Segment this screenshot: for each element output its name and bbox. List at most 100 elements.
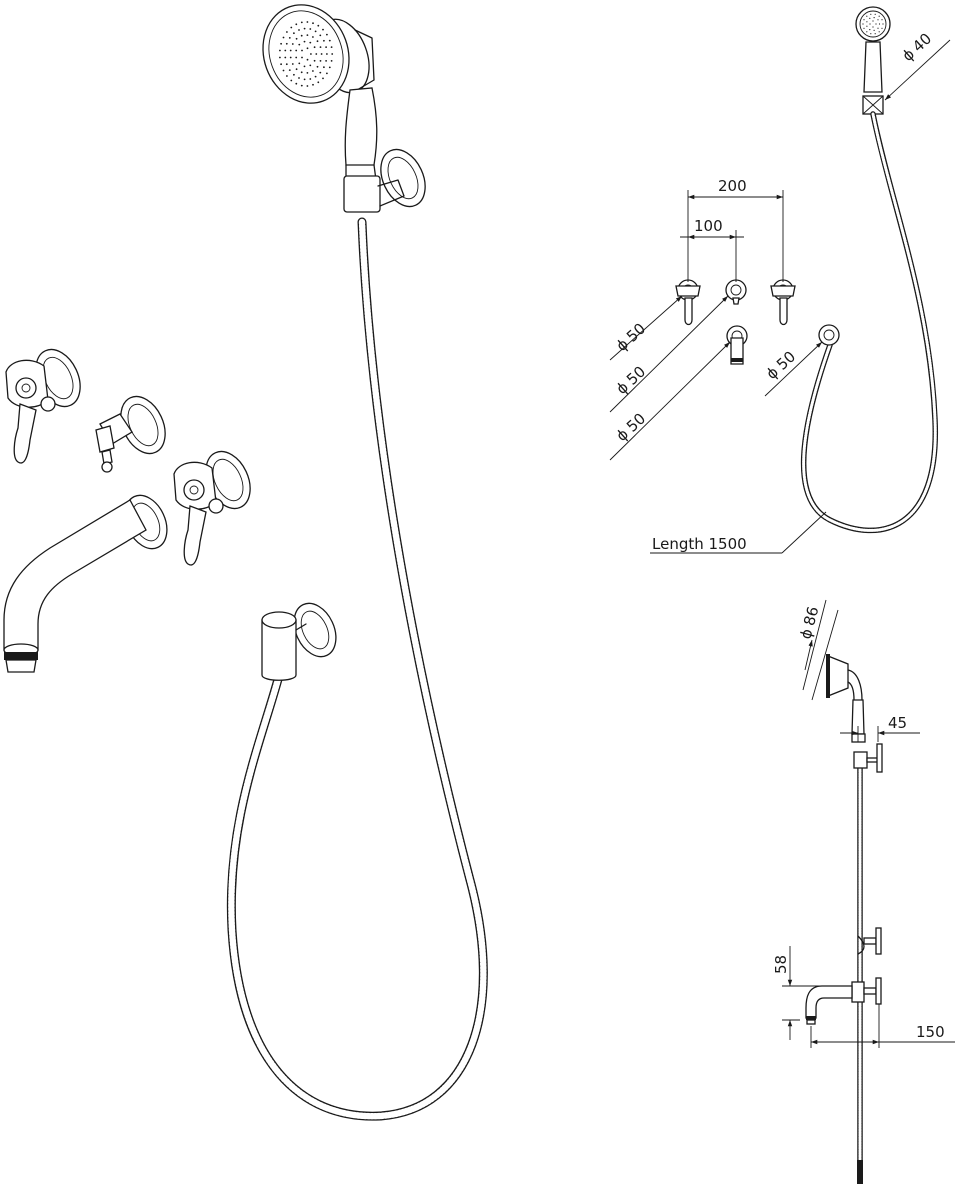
spray-hole-small xyxy=(878,31,880,33)
front-hand-shower xyxy=(855,6,891,115)
spray-hole xyxy=(288,69,291,71)
dim-dia-40-label: ϕ40 xyxy=(899,30,936,65)
spray-hole-small xyxy=(863,19,865,21)
dim-150 xyxy=(810,1004,955,1048)
spray-hole xyxy=(309,78,312,80)
spray-hole-small xyxy=(874,13,876,15)
side-view: ϕ86 45 58 150 xyxy=(772,599,955,1184)
spray-hole xyxy=(330,46,333,48)
spray-hole-small xyxy=(878,23,881,25)
spray-hole xyxy=(300,84,303,87)
spray-hole xyxy=(295,23,298,26)
front-valve-right xyxy=(770,279,796,326)
spray-hole xyxy=(300,21,303,24)
spray-hole xyxy=(303,78,306,81)
side-holder-bracket xyxy=(853,743,883,773)
spray-hole xyxy=(316,40,319,43)
dim-45-label: 45 xyxy=(888,714,907,732)
spray-hole xyxy=(295,56,298,59)
spray-hole xyxy=(310,53,312,55)
spray-hole xyxy=(285,63,288,66)
leader-dia-50-3 xyxy=(609,341,731,461)
spray-hole xyxy=(312,36,314,38)
spray-hole xyxy=(325,60,327,62)
spray-hole-small xyxy=(869,29,871,31)
diverter-valve-center xyxy=(95,395,166,473)
spray-hole-small xyxy=(869,17,871,19)
dim-45 xyxy=(840,726,920,742)
spray-hole xyxy=(288,37,291,39)
spray-hole xyxy=(330,60,333,62)
spray-hole xyxy=(295,68,298,71)
spray-hole xyxy=(328,39,331,42)
spray-hole xyxy=(293,32,295,35)
spray-hole xyxy=(306,47,309,50)
isometric-view xyxy=(3,4,488,1121)
dim-dia-50-label-2: ϕ50 xyxy=(613,363,650,398)
spray-hole-small xyxy=(870,33,872,35)
spray-hole xyxy=(284,49,287,52)
spray-hole xyxy=(313,59,316,62)
dim-200-label: 200 xyxy=(718,177,747,195)
spray-hole xyxy=(295,82,298,85)
dim-dia-50-label-1: ϕ50 xyxy=(613,320,650,355)
spray-hole xyxy=(282,69,285,72)
leader-dia-50-4 xyxy=(764,341,823,397)
bath-spout xyxy=(3,494,168,673)
spray-hole-small xyxy=(869,23,871,25)
spray-hole xyxy=(322,77,324,80)
spray-hole xyxy=(319,46,322,48)
spray-hole xyxy=(298,62,301,65)
spray-hole-small xyxy=(866,21,868,23)
spray-hole xyxy=(289,49,292,52)
spray-hole xyxy=(279,56,281,59)
dim-200 xyxy=(687,190,784,282)
spray-hole xyxy=(306,58,309,61)
hose-length-label: Length 1500 xyxy=(652,535,747,553)
dim-100-label: 100 xyxy=(694,217,723,235)
mixer-valve-right xyxy=(173,450,251,566)
spray-hole xyxy=(285,42,288,45)
spray-hole xyxy=(306,34,309,36)
hand-shower-head xyxy=(262,4,426,213)
spray-hole xyxy=(322,28,324,31)
leader-length xyxy=(650,511,827,554)
spray-hole xyxy=(306,21,309,23)
side-valve xyxy=(857,927,882,955)
spray-hole xyxy=(289,56,292,59)
spray-hole xyxy=(314,75,317,78)
spray-hole-small xyxy=(872,26,874,28)
spray-hole-small xyxy=(866,31,868,33)
spray-hole xyxy=(313,46,316,49)
spray-hole xyxy=(326,53,328,55)
dim-100 xyxy=(680,230,744,282)
spray-hole xyxy=(286,75,288,77)
leader-dia-50-2 xyxy=(609,295,729,413)
spray-hole xyxy=(280,42,282,45)
spray-hole xyxy=(298,29,300,31)
spray-hole xyxy=(301,49,303,52)
front-hose-holder xyxy=(818,324,840,346)
spray-hole xyxy=(279,49,281,52)
spray-hole xyxy=(295,37,298,40)
spray-hole xyxy=(323,66,325,69)
spray-hole xyxy=(290,79,293,82)
spray-hole xyxy=(306,72,309,74)
spray-hole-small xyxy=(875,23,877,25)
spray-hole-small xyxy=(862,23,864,25)
spray-hole xyxy=(319,34,322,37)
spray-hole xyxy=(316,65,319,68)
spray-hole-small xyxy=(866,25,868,27)
spray-hole xyxy=(317,81,320,84)
spray-hole-small xyxy=(881,27,883,29)
spray-hole xyxy=(320,53,323,55)
spray-hole-small xyxy=(872,20,874,22)
spray-hole xyxy=(312,83,314,86)
spray-hole-small xyxy=(881,19,883,21)
side-shower-head xyxy=(826,654,866,743)
spray-hole xyxy=(291,43,294,45)
leader-dia-40 xyxy=(884,39,951,101)
wall-outlet-elbow xyxy=(261,602,337,681)
spray-hole xyxy=(314,30,317,33)
spray-hole xyxy=(303,27,306,30)
